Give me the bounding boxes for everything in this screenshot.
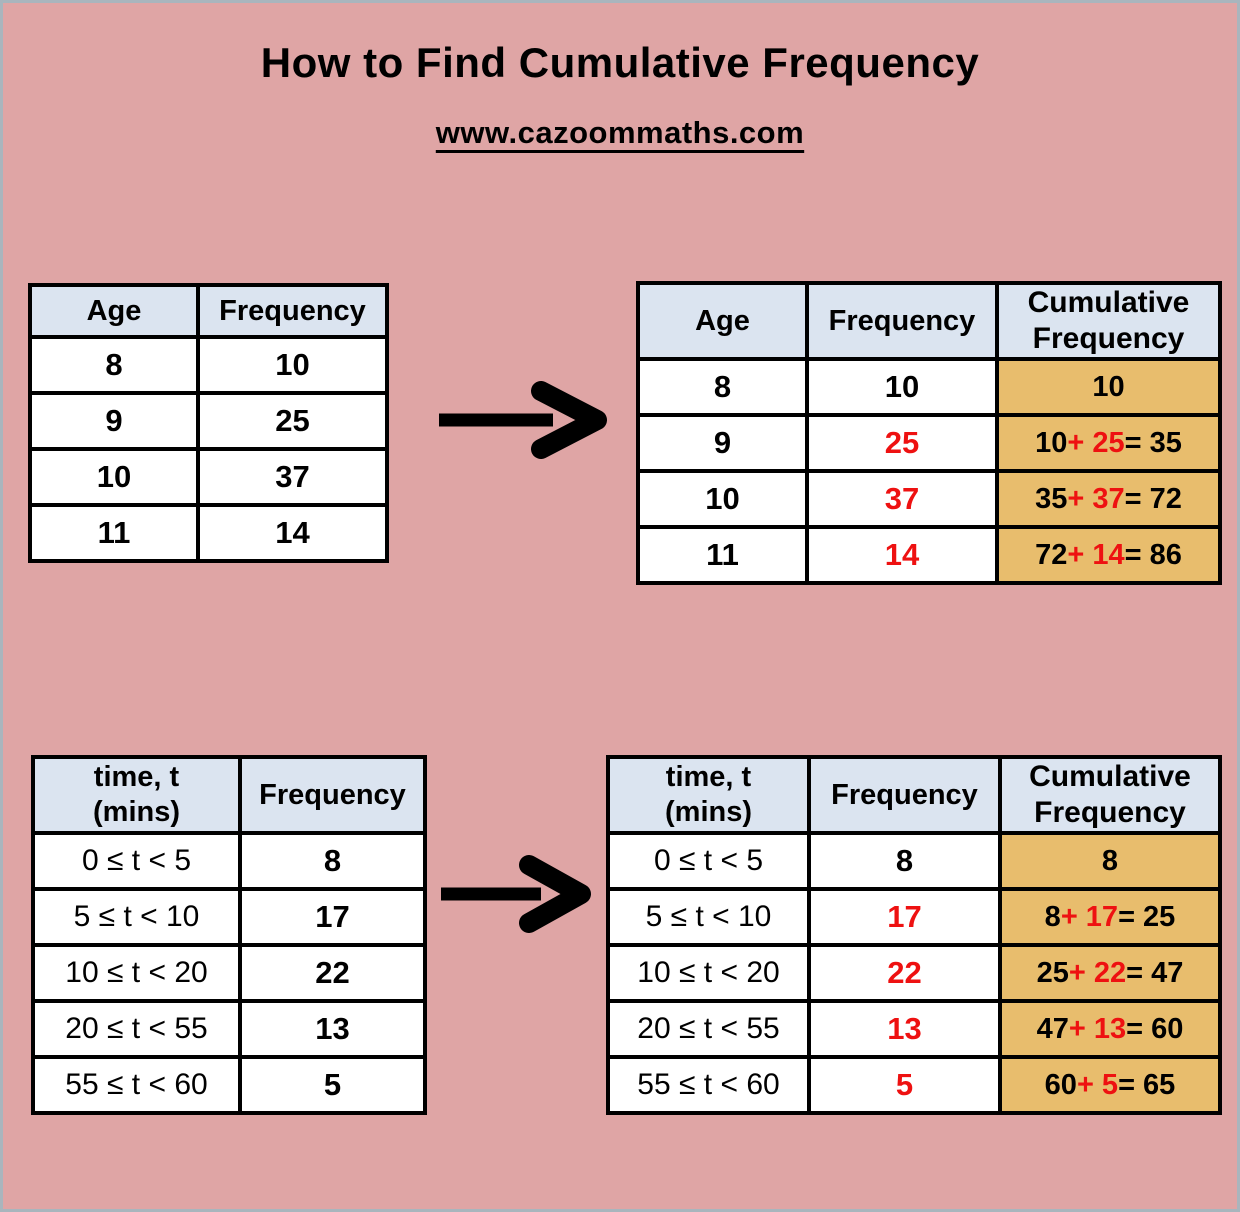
cumulative-cell: 8 + 17 = 25 xyxy=(1002,891,1218,943)
frequency-cell: 5 xyxy=(811,1059,998,1111)
cumulative-term: 35 xyxy=(1035,482,1068,515)
time-range-cell: 5 ≤ t < 10 xyxy=(610,891,807,943)
cumulative-term: 60 xyxy=(1044,1068,1077,1101)
header-cell-age: Age xyxy=(32,287,196,335)
age-cell: 8 xyxy=(640,361,805,413)
time-range-cell: 0 ≤ t < 5 xyxy=(610,835,807,887)
age-cell: 8 xyxy=(32,339,196,391)
cumulative-added-frequency: + 14 xyxy=(1067,538,1125,571)
cumulative-term: 10 xyxy=(1092,370,1125,403)
frequency-cell: 17 xyxy=(242,891,423,943)
arrow-right-icon xyxy=(439,381,607,459)
page-title: How to Find Cumulative Frequency xyxy=(260,39,980,86)
frequency-cell: 10 xyxy=(809,361,995,413)
cumulative-term: 8 xyxy=(1044,900,1061,933)
time-range-cell: 55 ≤ t < 60 xyxy=(610,1059,807,1111)
cumulative-added-frequency: + 25 xyxy=(1067,426,1125,459)
frequency-cell: 14 xyxy=(809,529,995,581)
age-cumulative-frequency-table: Age Frequency Cumulative Frequency 8 10 … xyxy=(636,281,1222,585)
cumulative-result: = 65 xyxy=(1118,1068,1176,1101)
age-frequency-table: Age Frequency 8 10 9 25 10 37 11 14 xyxy=(28,283,389,563)
cumulative-result: = 86 xyxy=(1124,538,1182,571)
time-cumulative-frequency-table: time, t (mins) Frequency Cumulative Freq… xyxy=(606,755,1222,1115)
frequency-cell: 25 xyxy=(809,417,995,469)
time-range-cell: 10 ≤ t < 20 xyxy=(35,947,238,999)
cumulative-cell: 8 xyxy=(1002,835,1218,887)
cumulative-term: 72 xyxy=(1035,538,1068,571)
header-cell-cumulative-frequency: Cumulative Frequency xyxy=(999,285,1218,357)
cumulative-result: = 72 xyxy=(1124,482,1182,515)
header-cell-time: time, t (mins) xyxy=(610,759,807,831)
cumulative-added-frequency: + 5 xyxy=(1076,1068,1119,1101)
header-cell-frequency: Frequency xyxy=(200,287,385,335)
cumulative-cell: 72 + 14 = 86 xyxy=(999,529,1218,581)
age-cell: 9 xyxy=(32,395,196,447)
frequency-cell: 14 xyxy=(200,507,385,559)
age-cell: 11 xyxy=(640,529,805,581)
frequency-cell: 8 xyxy=(811,835,998,887)
frequency-cell: 13 xyxy=(242,1003,423,1055)
time-frequency-table: time, t (mins) Frequency 0 ≤ t < 5 8 5 ≤… xyxy=(31,755,427,1115)
cumulative-cell: 25 + 22 = 47 xyxy=(1002,947,1218,999)
time-range-cell: 0 ≤ t < 5 xyxy=(35,835,238,887)
cumulative-result: = 60 xyxy=(1126,1012,1184,1045)
header-cell-frequency: Frequency xyxy=(811,759,998,831)
website-link: www.cazoommaths.com xyxy=(435,115,805,150)
time-range-cell: 20 ≤ t < 55 xyxy=(35,1003,238,1055)
header-cell-frequency: Frequency xyxy=(809,285,995,357)
header-cell-cumulative-frequency: Cumulative Frequency xyxy=(1002,759,1218,831)
header-cell-frequency: Frequency xyxy=(242,759,423,831)
frequency-cell: 22 xyxy=(811,947,998,999)
cumulative-term: 8 xyxy=(1101,844,1119,877)
cumulative-cell: 47 + 13 = 60 xyxy=(1002,1003,1218,1055)
cumulative-term: 10 xyxy=(1035,426,1068,459)
frequency-cell: 13 xyxy=(811,1003,998,1055)
cumulative-result: = 35 xyxy=(1124,426,1182,459)
arrow-right-icon xyxy=(441,855,591,933)
cumulative-added-frequency: + 22 xyxy=(1068,956,1127,989)
cumulative-cell: 60 + 5 = 65 xyxy=(1002,1059,1218,1111)
frequency-cell: 22 xyxy=(242,947,423,999)
cumulative-cell: 10 xyxy=(999,361,1218,413)
cumulative-added-frequency: + 17 xyxy=(1060,900,1119,933)
time-range-cell: 10 ≤ t < 20 xyxy=(610,947,807,999)
frequency-cell: 25 xyxy=(200,395,385,447)
cumulative-term: 25 xyxy=(1036,956,1069,989)
age-cell: 10 xyxy=(640,473,805,525)
cumulative-added-frequency: + 37 xyxy=(1067,482,1125,515)
time-range-cell: 55 ≤ t < 60 xyxy=(35,1059,238,1111)
frequency-cell: 37 xyxy=(200,451,385,503)
cumulative-added-frequency: + 13 xyxy=(1068,1012,1127,1045)
frequency-cell: 5 xyxy=(242,1059,423,1111)
age-cell: 10 xyxy=(32,451,196,503)
frequency-cell: 8 xyxy=(242,835,423,887)
cumulative-result: = 25 xyxy=(1118,900,1176,933)
time-range-cell: 5 ≤ t < 10 xyxy=(35,891,238,943)
cumulative-cell: 35 + 37 = 72 xyxy=(999,473,1218,525)
frequency-cell: 17 xyxy=(811,891,998,943)
frequency-cell: 37 xyxy=(809,473,995,525)
frequency-cell: 10 xyxy=(200,339,385,391)
cumulative-term: 47 xyxy=(1036,1012,1069,1045)
time-range-cell: 20 ≤ t < 55 xyxy=(610,1003,807,1055)
age-cell: 11 xyxy=(32,507,196,559)
header-cell-time: time, t (mins) xyxy=(35,759,238,831)
header-cell-age: Age xyxy=(640,285,805,357)
cumulative-cell: 10 + 25 = 35 xyxy=(999,417,1218,469)
age-cell: 9 xyxy=(640,417,805,469)
cumulative-result: = 47 xyxy=(1126,956,1184,989)
